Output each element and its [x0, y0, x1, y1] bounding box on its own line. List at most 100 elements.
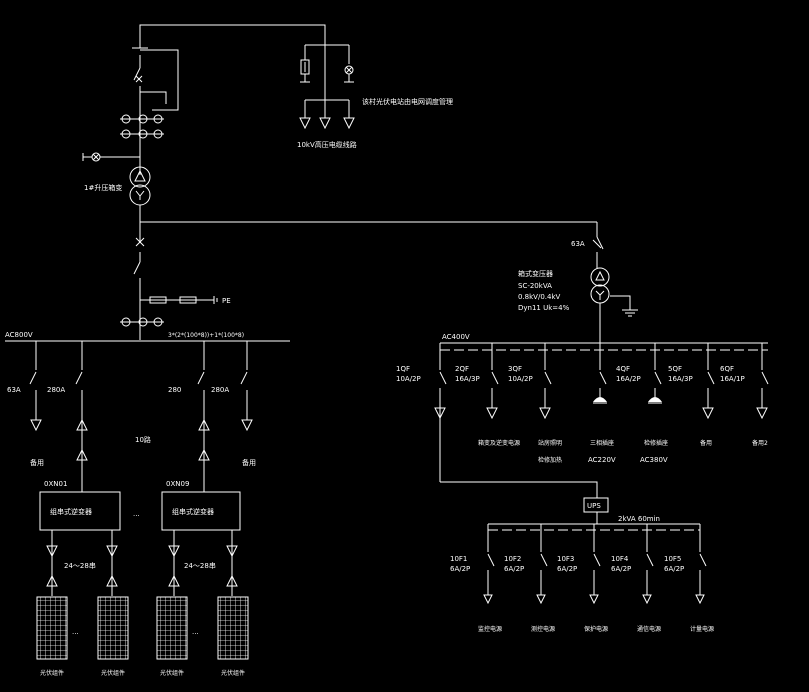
load-4-line1: 三相插座	[590, 439, 614, 447]
inverter-2-strings: 24～28串	[184, 562, 216, 570]
feeder-1-rating: 10A/2P	[396, 375, 421, 383]
pv-label-4: 光伏组件	[221, 669, 245, 677]
cable-branch: 该村光伏电站由电网调度管理 10kV高压电缆线路	[297, 44, 453, 149]
ups-block: UPS 2kVA 60min	[440, 481, 700, 531]
pv-panel-3	[156, 596, 188, 660]
ups-feeder-3-id: 10F3	[557, 555, 574, 563]
ac400-feeder-4: 4QF 16A/2P 三相插座 AC220V	[588, 343, 641, 464]
transformer-label: 1#升压箱变	[84, 183, 122, 192]
bus-left-cable: 3*(2*(100*8))+1*(100*8)	[168, 332, 244, 339]
ups-feeder-2-rating: 6A/2P	[504, 565, 524, 573]
feeder-count: 10路	[135, 435, 151, 444]
ups-load-1: 监控电源	[478, 625, 502, 633]
load-2-line1: 箱变及逆变电源	[478, 439, 520, 447]
inverter-block-2: 组串式逆变器 0XN09 24～28串	[161, 480, 241, 596]
ups-load-5: 计量电源	[690, 625, 714, 633]
ups-rating: 2kVA 60min	[618, 515, 660, 523]
feeder-a-rating: 63A	[7, 386, 21, 394]
top-note: 该村光伏电站由电网调度管理	[362, 97, 453, 106]
load-3-line2: 检修加热	[538, 456, 562, 464]
load-6-line1: 备用	[700, 439, 712, 447]
pv-ellipsis-1: ...	[72, 628, 79, 636]
ups-feeder-4-rating: 6A/2P	[611, 565, 631, 573]
inverter-1-strings: 24～28串	[64, 562, 96, 570]
load-3-line1: 站房照明	[538, 439, 562, 447]
inverter-2-name: 组串式逆变器	[172, 507, 214, 516]
ups-feeder-1: 10F1 6A/2P 监控电源	[450, 524, 502, 633]
inverter-ellipsis: ...	[133, 510, 140, 518]
load-4-line2: AC220V	[588, 456, 616, 464]
feeder-3-rating: 10A/2P	[508, 375, 533, 383]
pv-ellipsis-2: ...	[192, 628, 199, 636]
feeder-3-id: 3QF	[508, 365, 522, 373]
aux-transformer: 63A 箱式变压器 SC-20kVA 0.8kV/0.4kV Dyn11 Uk=…	[518, 222, 638, 343]
feeder-6-id: 6QF	[720, 365, 734, 373]
ac400-feeder-7: 备用2	[752, 343, 769, 447]
aux-ratio: 0.8kV/0.4kV	[518, 293, 561, 301]
aux-breaker: 63A	[571, 240, 585, 248]
load-5-line2: AC380V	[640, 456, 668, 464]
feeder-5-rating: 16A/3P	[668, 375, 693, 383]
pv-panels: ... ... 光伏组件 光伏组件 光伏组件 光伏组件	[36, 596, 249, 677]
spare-2: 备用	[242, 458, 256, 467]
spare-1: 备用	[30, 458, 44, 467]
feeder-c-rating: 280	[168, 386, 181, 394]
ac800v-bus: AC800V 3*(2*(100*8))+1*(100*8)	[5, 331, 290, 342]
feeder-d-rating: 280A	[211, 386, 229, 394]
bus-right-name: AC400V	[442, 333, 470, 341]
feeder-4-rating: 16A/2P	[616, 375, 641, 383]
ups-feeder-3: 10F3 6A/2P 保护电源	[557, 524, 608, 633]
pv-panel-2	[97, 596, 129, 660]
ups-load-4: 通信电源	[637, 625, 661, 633]
cable-label: 10kV高压电缆线路	[297, 140, 357, 149]
ups-feeder-4-id: 10F4	[611, 555, 629, 563]
main-trunk: PE	[120, 205, 597, 340]
inverter-block-1: 组串式逆变器 0XN01 24～28串	[39, 480, 121, 596]
pv-label-2: 光伏组件	[101, 669, 125, 677]
inverter-1-name: 组串式逆变器	[50, 507, 92, 516]
ac400-feeder-6: 6QF 16A/1P 备用	[700, 343, 745, 447]
earthing-switch	[82, 152, 140, 162]
feeder-4-id: 4QF	[616, 365, 630, 373]
ups-load-3: 保护电源	[584, 625, 608, 633]
ups-feeder-5-rating: 6A/2P	[664, 565, 684, 573]
ups-feeder-2: 10F2 6A/2P 测控电源	[504, 524, 555, 633]
pe-label: PE	[222, 297, 231, 305]
feeder-5-id: 5QF	[668, 365, 682, 373]
ups-feeder-1-id: 10F1	[450, 555, 467, 563]
feeder-2-rating: 16A/3P	[455, 375, 480, 383]
inverter-1-id: 0XN01	[44, 480, 67, 488]
ups-feeder-3-rating: 6A/2P	[557, 565, 577, 573]
current-transformers-upper	[120, 114, 164, 139]
inverter-2-id: 0XN09	[166, 480, 189, 488]
pv-panel-4	[217, 596, 249, 660]
load-5-line1: 检修插座	[644, 439, 668, 447]
incoming-line	[132, 24, 326, 175]
ups-feeder-2-id: 10F2	[504, 555, 521, 563]
ac400-feeder-3: 3QF 10A/2P 站房照明 检修加热	[508, 343, 562, 464]
ups-feeder-4: 10F4 6A/2P 通信电源	[611, 524, 661, 633]
left-feeders: 63A 备用 280A 280 280A 备用 10路	[7, 341, 256, 492]
ups-feeder-5-id: 10F5	[664, 555, 681, 563]
aux-title: 箱式变压器	[518, 269, 553, 278]
ac400-feeder-2: 2QF 16A/3P 箱变及逆变电源	[455, 343, 520, 447]
aux-vector: Dyn11 Uk=4%	[518, 304, 570, 312]
ups-feeder-5: 10F5 6A/2P 计量电源	[664, 524, 714, 633]
aux-model: SC-20kVA	[518, 282, 552, 290]
pv-panel-1	[36, 596, 68, 660]
pv-label-3: 光伏组件	[160, 669, 184, 677]
load-7-line1: 备用2	[752, 439, 768, 447]
ac400-feeder-5: 5QF 16A/3P 检修插座 AC380V	[640, 343, 693, 464]
bus-left-name: AC800V	[5, 331, 33, 339]
ups-feeder-1-rating: 6A/2P	[450, 565, 470, 573]
feeder-1-id: 1QF	[396, 365, 410, 373]
feeder-b-rating: 280A	[47, 386, 65, 394]
ups-load-2: 测控电源	[531, 625, 555, 633]
ac400-feeder-1: 1QF 10A/2P	[396, 343, 447, 482]
feeder-2-id: 2QF	[455, 365, 469, 373]
ac400v-bus: AC400V	[440, 333, 768, 351]
pv-label-1: 光伏组件	[40, 669, 64, 677]
feeder-6-rating: 16A/1P	[720, 375, 745, 383]
